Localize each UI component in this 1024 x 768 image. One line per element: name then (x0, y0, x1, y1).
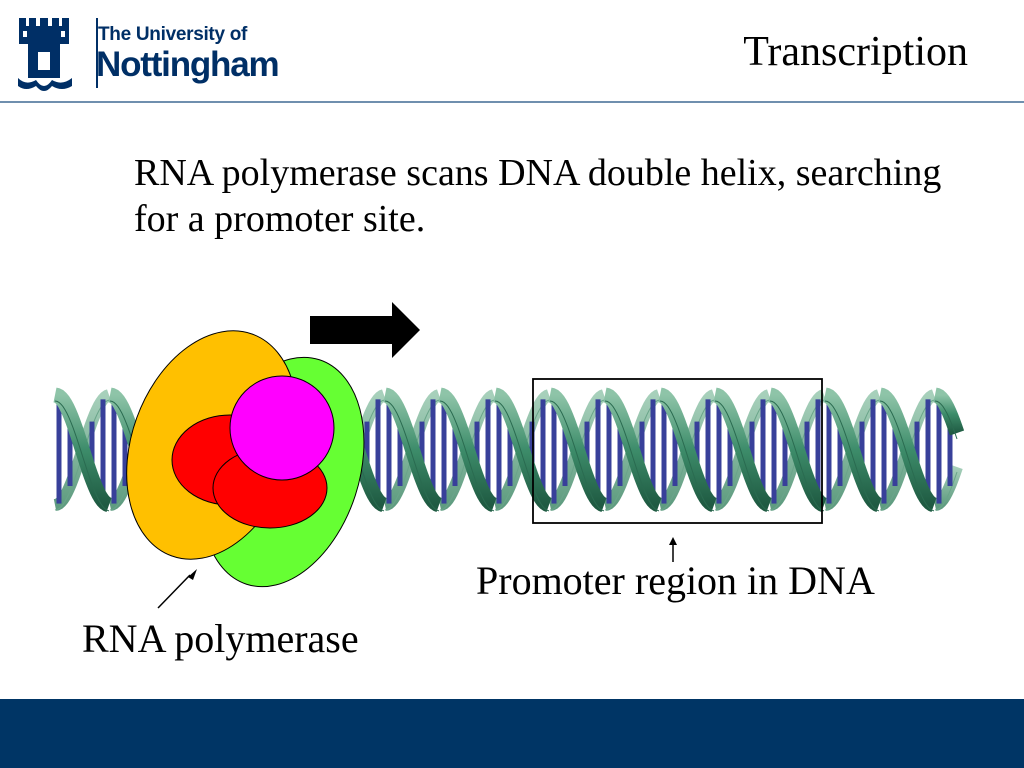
header-rule (0, 101, 1024, 103)
dna-backbone-front-segment (603, 387, 662, 512)
dna-base-pair (386, 396, 392, 504)
transcription-diagram (53, 302, 965, 609)
dna-base-pair (529, 421, 535, 479)
dna-base-pair (694, 421, 700, 479)
dna-base-pair (771, 396, 777, 504)
dna-backbone-edge (659, 400, 715, 512)
dna-backbone-edge (934, 471, 958, 511)
dna-base-pair (452, 413, 458, 487)
university-logo: The University of Nottingham (16, 16, 280, 92)
dna-backbone-edge (54, 400, 110, 512)
dna-base-pair (947, 413, 953, 487)
dna-base-pair (661, 396, 667, 504)
logo-text-line1: The University of (98, 24, 248, 45)
dna-base-pair (122, 413, 128, 487)
dna-base-pair (870, 399, 876, 501)
polymerase-pointer-arrowhead (188, 569, 197, 580)
dna-base-pair (859, 421, 865, 479)
dna-backbone-front-segment (933, 387, 965, 436)
dna-backbone-edge (604, 400, 660, 512)
dna-backbone-front-segment (548, 387, 607, 512)
dna-base-pair (815, 399, 821, 501)
dna-base-pair (606, 396, 612, 504)
dna-base-pair (56, 396, 62, 504)
dna-base-pair (936, 396, 942, 504)
dna-base-pair (540, 399, 546, 501)
dna-base-pair (551, 396, 557, 504)
dna-base-pair (67, 413, 73, 487)
promoter-region-label: Promoter region in DNA (476, 558, 875, 603)
promoter-region-box (532, 378, 823, 524)
rna-polymerase-label: RNA polymerase (82, 616, 359, 661)
dna-base-pair (892, 413, 898, 487)
dna-base-pair (826, 396, 832, 504)
dna-base-pair (397, 413, 403, 487)
dna-base-pair (485, 399, 491, 501)
body-text: RNA polymerase scans DNA double helix, s… (134, 152, 942, 240)
dna-backbone-front-segment (713, 387, 772, 512)
dna-base-pair (760, 399, 766, 501)
dna-base-pair (617, 413, 623, 487)
dna-backbone-front-segment (438, 387, 497, 512)
footer-bar (0, 699, 1024, 768)
dna-backbone-edge (879, 400, 935, 512)
polymerase-pointer-line (157, 574, 191, 609)
dna-base-pair (837, 413, 843, 487)
dna-base-pair (496, 396, 502, 504)
dna-base-pair (727, 413, 733, 487)
dna-base-pair (881, 396, 887, 504)
dna-backbone-edge (714, 400, 770, 512)
university-crest-icon (18, 18, 72, 91)
dna-backbone-front-segment (768, 387, 827, 512)
dna-backbone-edge (439, 400, 495, 512)
dna-base-pair (595, 399, 601, 501)
dna-backbone-edge (494, 400, 550, 512)
dna-backbone-edge (824, 400, 880, 512)
dna-base-pair (375, 399, 381, 501)
dna-base-pair (89, 421, 95, 479)
dna-base-pair (925, 399, 931, 501)
dna-backbone-front-segment (53, 387, 112, 512)
direction-arrow-icon (310, 302, 420, 358)
dna-backbone-back-segment (933, 465, 963, 511)
dna-backbone-front-segment (383, 387, 442, 512)
dna-base-pair (474, 421, 480, 479)
dna-backbone-front-segment (823, 387, 882, 512)
dna-backbone-edge (384, 400, 440, 512)
polymerase-magenta-subunit (229, 375, 335, 481)
dna-backbone-edge (769, 400, 825, 512)
dna-backbone-edge (549, 400, 605, 512)
rna-polymerase (126, 330, 365, 588)
dna-backbone-edge (934, 400, 958, 440)
dna-base-pair (430, 399, 436, 501)
dna-base-pair (111, 396, 117, 504)
dna-double-helix (53, 387, 965, 512)
slide-title: Transcription (743, 29, 968, 75)
dna-base-pair (364, 421, 370, 479)
promoter-pointer-arrowhead (669, 537, 677, 545)
dna-base-pair (749, 421, 755, 479)
dna-base-pair (100, 399, 106, 501)
logo-text-line2: Nottingham (96, 45, 280, 84)
dna-base-pair (782, 413, 788, 487)
dna-base-pair (804, 421, 810, 479)
dna-base-pair (672, 413, 678, 487)
dna-base-pair (584, 421, 590, 479)
dna-base-pair (507, 413, 513, 487)
dna-base-pair (705, 399, 711, 501)
dna-base-pair (716, 396, 722, 504)
dna-base-pair (562, 413, 568, 487)
logo-divider (96, 18, 98, 88)
dna-base-pair (419, 421, 425, 479)
dna-base-pair (650, 399, 656, 501)
dna-backbone-front-segment (878, 387, 937, 512)
dna-backbone-front-segment (493, 387, 552, 512)
dna-base-pair (441, 396, 447, 504)
dna-backbone-front-segment (658, 387, 717, 512)
dna-base-pair (639, 421, 645, 479)
dna-base-pair (914, 421, 920, 479)
